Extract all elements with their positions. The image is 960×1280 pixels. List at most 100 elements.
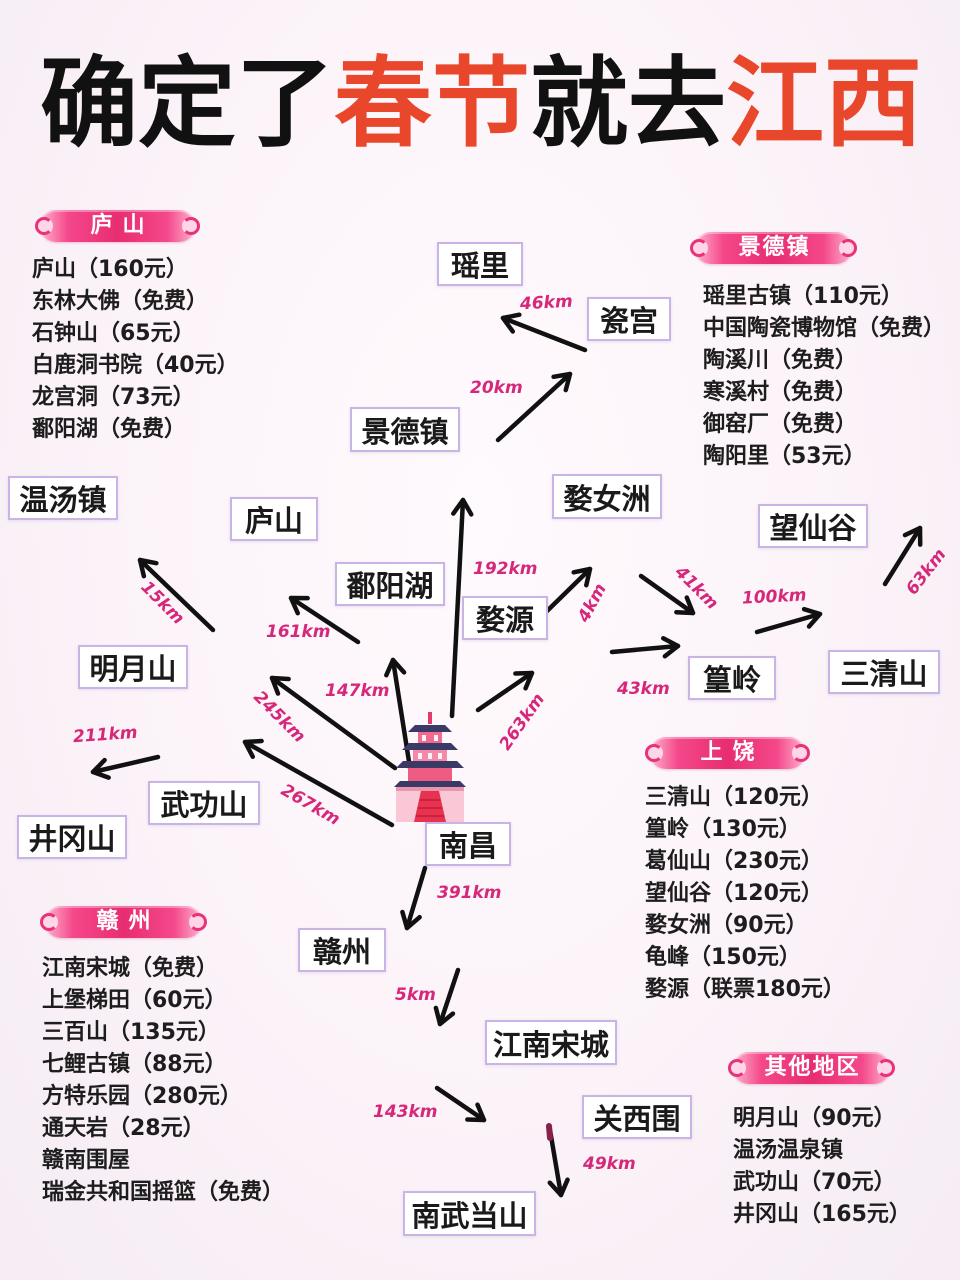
arrow-tail-mark: [546, 1123, 553, 1141]
distance-wuyuan-huangling: 43km: [617, 679, 670, 699]
place-cigong: 瓷宫: [587, 297, 671, 341]
distance-huangling-sanqingshan: 100km: [741, 585, 807, 609]
arrow-nanchang-ganzhou: [400, 865, 428, 931]
list-item: 井冈山（165元）: [733, 1202, 911, 1227]
list-item: 七鲤古镇（88元）: [42, 1052, 227, 1077]
title-part-3: 就去: [530, 47, 727, 161]
section-heading-other: 其他地区: [728, 1052, 895, 1084]
list-item: 三百山（135元）: [42, 1020, 220, 1045]
section-heading-ganzhou: 赣州: [40, 906, 207, 938]
arrow-nanchang-jingdezhen: [449, 497, 474, 719]
place-wentangzhen: 温汤镇: [8, 476, 118, 520]
place-yaoli: 瑶里: [437, 242, 523, 286]
ribbon-curl-icon: [690, 239, 708, 257]
section-heading-lushan: 庐山: [35, 210, 200, 242]
distance-nanchang-poyanghu: 147km: [325, 681, 390, 701]
list-item: 婺女洲（90元）: [645, 913, 808, 938]
list-item: 瑶里古镇（110元）: [703, 284, 903, 309]
list-item: 中国陶瓷博物馆（免费）: [703, 316, 946, 341]
list-item: 方特乐园（280元）: [42, 1084, 242, 1109]
ribbon-curl-icon: [792, 744, 810, 762]
title-part-4: 江西: [726, 47, 923, 161]
section-heading-text: 庐山: [90, 213, 155, 238]
place-wuyuan: 婺源: [462, 596, 548, 640]
list-item: 明月山（90元）: [733, 1106, 896, 1131]
arrow-sanqingshan-wangxiangu: [882, 525, 923, 587]
place-mingyueshan: 明月山: [78, 645, 188, 689]
distance-jingdezhen-cigong: 20km: [470, 378, 523, 398]
list-item: 上堡梯田（60元）: [42, 988, 227, 1013]
arrow-nanchang-mingyueshan: [269, 675, 398, 771]
place-poyanghu: 鄱阳湖: [335, 562, 445, 606]
section-heading-text: 景德镇: [738, 235, 811, 260]
ribbon-curl-icon: [35, 217, 53, 235]
list-item: 篁岭（130元）: [645, 817, 801, 842]
list-ganzhou: 江南宋城（免费） 上堡梯田（60元） 三百山（135元） 七鲤古镇（88元） 方…: [42, 953, 284, 1209]
ribbon-curl-icon: [728, 1059, 746, 1077]
place-jinggangshan: 井冈山: [17, 815, 127, 859]
ribbon-curl-icon: [182, 217, 200, 235]
place-guanxiwei: 关西围: [582, 1095, 692, 1139]
arrow-jingdezhen-cigong: [495, 371, 573, 443]
list-item: 葛仙山（230元）: [645, 849, 823, 874]
arrow-poyanghu-lushan: [288, 595, 361, 645]
place-ganzhou: 赣州: [298, 928, 386, 972]
arrow-wugongshan-jinggangshan: [90, 754, 161, 780]
arrow-guanxiwei-nanwudangshan: [547, 1127, 570, 1198]
place-nanchang: 南昌: [425, 822, 511, 866]
ribbon-curl-icon: [40, 913, 58, 931]
list-item: 御窑厂（免费）: [703, 412, 858, 437]
place-sanqingshan: 三清山: [828, 650, 940, 694]
place-nanwudangshan: 南武当山: [403, 1191, 536, 1236]
place-huangling: 篁岭: [688, 656, 776, 700]
section-heading-shangrao: 上饶: [645, 737, 810, 769]
arrow-cigong-yaoli: [500, 312, 588, 353]
list-item: 江南宋城（免费）: [42, 956, 219, 981]
list-item: 通天岩（28元）: [42, 1116, 205, 1141]
section-heading-text: 其他地区: [764, 1055, 861, 1080]
list-item: 望仙谷（120元）: [645, 881, 823, 906]
list-item: 庐山（160元）: [32, 257, 188, 282]
place-wangxiangu: 望仙谷: [758, 504, 868, 548]
arrow-mingyueshan-wentangzhen: [137, 557, 216, 633]
ribbon-curl-icon: [839, 239, 857, 257]
arrow-ganzhou-jiangnansongcheng: [433, 967, 461, 1027]
place-lushan: 庐山: [230, 497, 318, 541]
title-part-2: 春节: [334, 47, 531, 161]
list-item: 寒溪村（免费）: [703, 380, 858, 405]
arrow-nanchang-wugongshan: [242, 738, 395, 828]
distance-cigong-yaoli: 46km: [519, 291, 574, 315]
title-part-1: 确定了: [40, 47, 335, 161]
distance-jiangnansongcheng-guanxiwei: 143km: [373, 1102, 438, 1122]
place-jingdezhen: 景德镇: [350, 407, 460, 452]
place-jiangnansongcheng: 江南宋城: [485, 1020, 617, 1065]
list-item: 赣南围屋: [42, 1148, 131, 1173]
place-wunvzhou: 婺女洲: [552, 474, 662, 519]
section-heading-jingdezhen: 景德镇: [690, 232, 857, 264]
ribbon-curl-icon: [189, 913, 207, 931]
distance-guanxiwei-nanwudangshan: 49km: [583, 1154, 636, 1174]
list-jingdezhen: 瑶里古镇（110元） 中国陶瓷博物馆（免费） 陶溪川（免费） 寒溪村（免费） 御…: [703, 281, 945, 473]
place-wugongshan: 武功山: [148, 781, 260, 825]
ribbon-curl-icon: [645, 744, 663, 762]
list-item: 武功山（70元）: [733, 1170, 896, 1195]
list-other: 明月山（90元） 温汤温泉镇 武功山（70元） 井冈山（165元）: [733, 1103, 911, 1231]
list-item: 白鹿洞书院（40元）: [32, 353, 239, 378]
distance-ganzhou-jiangnansongcheng: 5km: [395, 985, 436, 1005]
tengwang-pavilion-icon: [394, 712, 466, 822]
distance-nanchang-ganzhou: 391km: [437, 883, 502, 903]
list-item: 龟峰（150元）: [645, 945, 801, 970]
arrow-wunvzhou-huangling: [638, 573, 696, 616]
list-shangrao: 三清山（120元） 篁岭（130元） 葛仙山（230元） 望仙谷（120元） 婺…: [645, 782, 845, 1006]
list-item: 龙宫洞（73元）: [32, 385, 195, 410]
ribbon-curl-icon: [877, 1059, 895, 1077]
list-item: 东林大佛（免费）: [32, 289, 209, 314]
list-lushan: 庐山（160元） 东林大佛（免费） 石钟山（65元） 白鹿洞书院（40元） 龙宫…: [32, 254, 239, 446]
arrow-jiangnansongcheng-guanxiwei: [434, 1085, 487, 1123]
list-item: 陶阳里（53元）: [703, 444, 866, 469]
list-item: 鄱阳湖（免费）: [32, 417, 187, 442]
list-item: 温汤温泉镇: [733, 1138, 844, 1163]
list-item: 三清山（120元）: [645, 785, 823, 810]
arrow-wuyuan-huangling: [609, 636, 681, 659]
